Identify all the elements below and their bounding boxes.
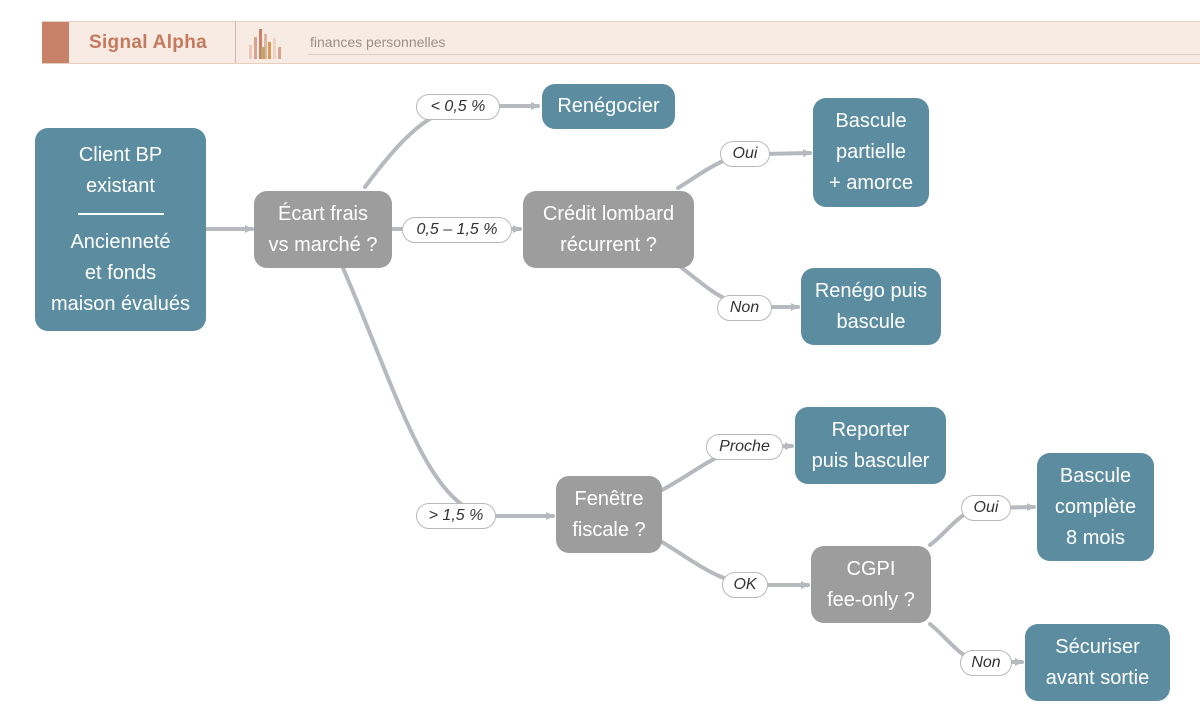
leaf-renego-line-1: Renégo puis — [814, 279, 928, 302]
subtitle-underline — [308, 54, 1200, 55]
decision-ecart-line-1: Écart frais — [277, 202, 369, 225]
root-line-5: maison évalués — [51, 292, 190, 315]
app-header: Signal Alpha finances personnelles — [42, 21, 1200, 64]
edge-label-high: > 1,5 % — [416, 503, 496, 529]
decision-ecart-frais: Écart frais vs marché ? — [254, 191, 392, 268]
leaf-partielle-line-3: + amorce — [829, 172, 913, 194]
leaf-bascule-complete: Bascule complète 8 mois — [1037, 453, 1154, 561]
leaf-reporter-line-2: puis basculer — [811, 449, 930, 472]
leaf-partielle-line-1: Bascule — [835, 110, 907, 132]
edge-label-cgpi-oui: Oui — [961, 495, 1011, 521]
decision-cgpi-fee-only: CGPI fee-only ? — [811, 546, 931, 623]
decision-cgpi-line-2: fee-only ? — [827, 588, 915, 611]
leaf-reporter-puis-basculer: Reporter puis basculer — [795, 407, 946, 484]
decision-fenetre-line-2: fiscale ? — [572, 518, 646, 541]
edge-label-proche: Proche — [706, 434, 783, 460]
leaf-securiser-avant-sortie: Sécuriser avant sortie — [1025, 624, 1170, 701]
bar-chart-logo-icon — [249, 29, 281, 59]
decision-lombard-line-1: Crédit lombard — [542, 202, 675, 225]
decision-fenetre-fiscale: Fenêtre fiscale ? — [556, 476, 662, 553]
brand-color-block — [42, 22, 69, 63]
leaf-reporter-line-1: Reporter — [831, 418, 910, 441]
root-node-client: Client BP existant Ancienneté et fonds m… — [35, 128, 206, 331]
decision-cgpi-line-1: CGPI — [846, 557, 896, 580]
leaf-renegocier: Renégocier — [542, 84, 675, 129]
leaf-partielle-line-2: partielle — [835, 141, 907, 163]
root-line-1: Client BP — [78, 143, 163, 166]
edge-label-lombard-non: Non — [717, 295, 772, 321]
header-divider — [235, 22, 236, 63]
root-line-2: existant — [86, 174, 155, 197]
decision-credit-lombard: Crédit lombard récurrent ? — [523, 191, 694, 268]
edge-ecart-fenetre — [341, 266, 555, 520]
leaf-bascule-partielle: Bascule partielle + amorce — [813, 98, 929, 207]
edge-label-ok: OK — [722, 572, 768, 598]
leaf-renegocier-line-1: Renégocier — [557, 95, 660, 117]
edge-label-low: < 0,5 % — [416, 94, 500, 120]
root-divider — [77, 212, 164, 215]
decision-lombard-line-2: récurrent ? — [560, 233, 657, 256]
leaf-renego-line-2: bascule — [836, 310, 906, 333]
leaf-complete-line-3: 8 mois — [1066, 526, 1125, 549]
root-line-4: et fonds — [84, 261, 157, 284]
leaf-securiser-line-1: Sécuriser — [1055, 635, 1140, 658]
edge-label-cgpi-non: Non — [960, 650, 1012, 676]
leaf-complete-line-1: Bascule — [1059, 464, 1132, 487]
leaf-complete-line-2: complète — [1054, 495, 1137, 518]
leaf-securiser-line-2: avant sortie — [1045, 666, 1150, 689]
decision-ecart-line-2: vs marché ? — [268, 233, 378, 256]
edge-label-mid: 0,5 – 1,5 % — [402, 217, 512, 243]
brand-name: Signal Alpha — [89, 32, 207, 53]
decision-fenetre-line-1: Fenêtre — [574, 487, 644, 510]
root-line-3: Ancienneté — [70, 230, 171, 253]
header-subtitle: finances personnelles — [310, 34, 446, 50]
leaf-renego-puis-bascule: Renégo puis bascule — [801, 268, 941, 345]
edge-label-lombard-oui: Oui — [720, 141, 770, 167]
